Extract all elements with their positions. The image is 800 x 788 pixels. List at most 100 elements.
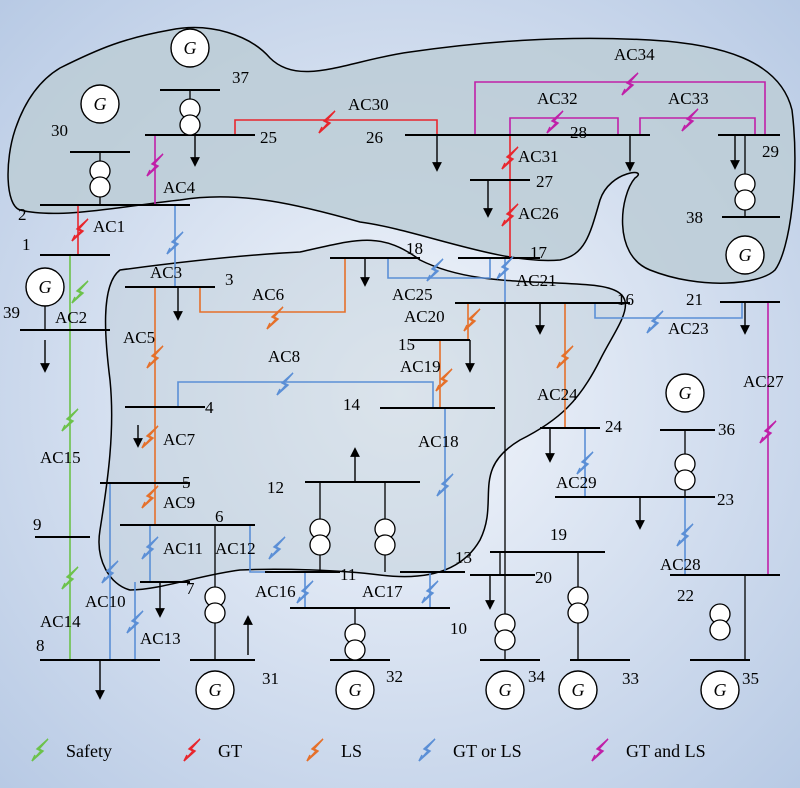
generator-circle (170, 28, 210, 68)
legend-label: Safety (66, 741, 112, 761)
generator-symbol: G (679, 383, 692, 403)
bus-27-label: 27 (536, 172, 554, 191)
line-label-ac23: AC23 (668, 319, 709, 338)
bus-5-label: 5 (182, 473, 191, 492)
generator-bus-32: G (335, 670, 375, 710)
line-ac30 (234, 119, 438, 135)
breaker-icon-ac33 (681, 108, 699, 132)
labels-layer: 1234567891011121314151617181920212223242… (3, 45, 784, 688)
legend-item-gt-and-ls: GT and LS (591, 738, 706, 762)
bus-26-label: 26 (366, 128, 383, 147)
generator-symbol: G (209, 680, 222, 700)
line-label-ac5: AC5 (123, 328, 155, 347)
bus-29-label: 29 (762, 142, 779, 161)
transformer-8 (344, 623, 366, 661)
legend-item-ls: LS (306, 738, 362, 762)
line-label-ac14: AC14 (40, 612, 81, 631)
transformer-7 (374, 518, 396, 556)
bus-32-label: 32 (386, 667, 403, 686)
bus-18-label: 18 (406, 239, 423, 258)
bus-3-label: 3 (225, 270, 234, 289)
line-label-ac7: AC7 (163, 430, 196, 449)
bus-39-label: 39 (3, 303, 20, 322)
line-label-ac27: AC27 (743, 372, 784, 391)
legend-item-gt: GT (183, 738, 242, 762)
region-lower (98, 239, 627, 591)
generator-bus-30: G (80, 84, 120, 124)
generator-symbol: G (349, 680, 362, 700)
breaker-icon-ac31 (501, 146, 519, 170)
legend-icon-gt-and-ls (591, 738, 609, 762)
breaker-icon-ac30 (318, 110, 336, 134)
generator-symbol: G (499, 680, 512, 700)
breaker-icon-ac15 (61, 408, 79, 432)
legend-label: LS (341, 741, 362, 761)
line-label-ac18: AC18 (418, 432, 459, 451)
transformer-11 (709, 603, 731, 641)
line-label-ac8: AC8 (268, 347, 300, 366)
bus-35-label: 35 (742, 669, 759, 688)
bus-31-label: 31 (262, 669, 279, 688)
line-ac6 (199, 258, 346, 313)
legend-icon-ls (306, 738, 324, 762)
bus-34-label: 34 (528, 667, 546, 686)
generator-bus-36: G (665, 373, 705, 413)
breaker-icon-ac7 (141, 425, 159, 449)
transformer-4 (674, 453, 696, 491)
line-ac34 (474, 81, 766, 135)
bus-8-label: 8 (36, 636, 45, 655)
breaker-icon-ac13 (126, 610, 144, 634)
line-label-ac25: AC25 (392, 285, 433, 304)
generator-bus-31: G (195, 670, 235, 710)
transformer-10 (567, 586, 589, 624)
bus-14-label: 14 (343, 395, 361, 414)
line-ac8 (177, 381, 434, 408)
generator-symbol: G (184, 38, 197, 58)
bus-4-label: 4 (205, 398, 214, 417)
bus-28-label: 28 (570, 123, 587, 142)
generator-bus-37: G (170, 28, 210, 68)
line-label-ac9: AC9 (163, 493, 195, 512)
bus-22-label: 22 (677, 586, 694, 605)
bus-25-label: 25 (260, 128, 277, 147)
line-label-ac16: AC16 (255, 582, 296, 601)
legend-item-gt-or-ls: GT or LS (418, 738, 522, 762)
transformer-3 (734, 173, 756, 211)
breaker-icon-ac8 (276, 372, 294, 396)
breaker-icon-ac5 (146, 345, 164, 369)
breaker-icon-ac18 (436, 473, 454, 497)
breaker-icon-ac10 (101, 560, 119, 584)
generator-symbol: G (39, 277, 52, 297)
breaker-icon-ac19 (435, 368, 453, 392)
generator-symbol: G (714, 680, 727, 700)
breaker-icon-ac26 (501, 203, 519, 227)
line-label-ac32: AC32 (537, 89, 578, 108)
bus-9-label: 9 (33, 515, 42, 534)
breaker-icon-ac34 (621, 72, 639, 96)
breaker-icon-ac9 (141, 485, 159, 509)
breaker-icon-ac12 (268, 536, 286, 560)
legend-label: GT and LS (626, 741, 706, 761)
legend: Safety GT LS GT or LS GT and LS (31, 738, 706, 762)
bus-38-label: 38 (686, 208, 703, 227)
breaker-icon-ac29 (576, 451, 594, 475)
line-label-ac21: AC21 (516, 271, 557, 290)
bus-30-label: 30 (51, 121, 68, 140)
breaker-icon-ac28 (676, 523, 694, 547)
line-label-ac15: AC15 (40, 448, 81, 467)
generator-bus-39: G (25, 267, 65, 307)
line-label-ac24: AC24 (537, 385, 578, 404)
breaker-icon-ac17 (421, 580, 439, 604)
line-label-ac12: AC12 (215, 539, 256, 558)
generator-circle (558, 670, 598, 710)
bus-15-label: 15 (398, 335, 415, 354)
bus-16-label: 16 (617, 290, 634, 309)
bus-23-label: 23 (717, 490, 734, 509)
line-ac23 (594, 302, 743, 319)
bus-13-label: 13 (455, 548, 472, 567)
breaker-icon-ac21 (496, 256, 514, 280)
line-label-ac17: AC17 (362, 582, 403, 601)
bus-6-label: 6 (215, 507, 224, 526)
legend-label: GT (218, 741, 242, 761)
